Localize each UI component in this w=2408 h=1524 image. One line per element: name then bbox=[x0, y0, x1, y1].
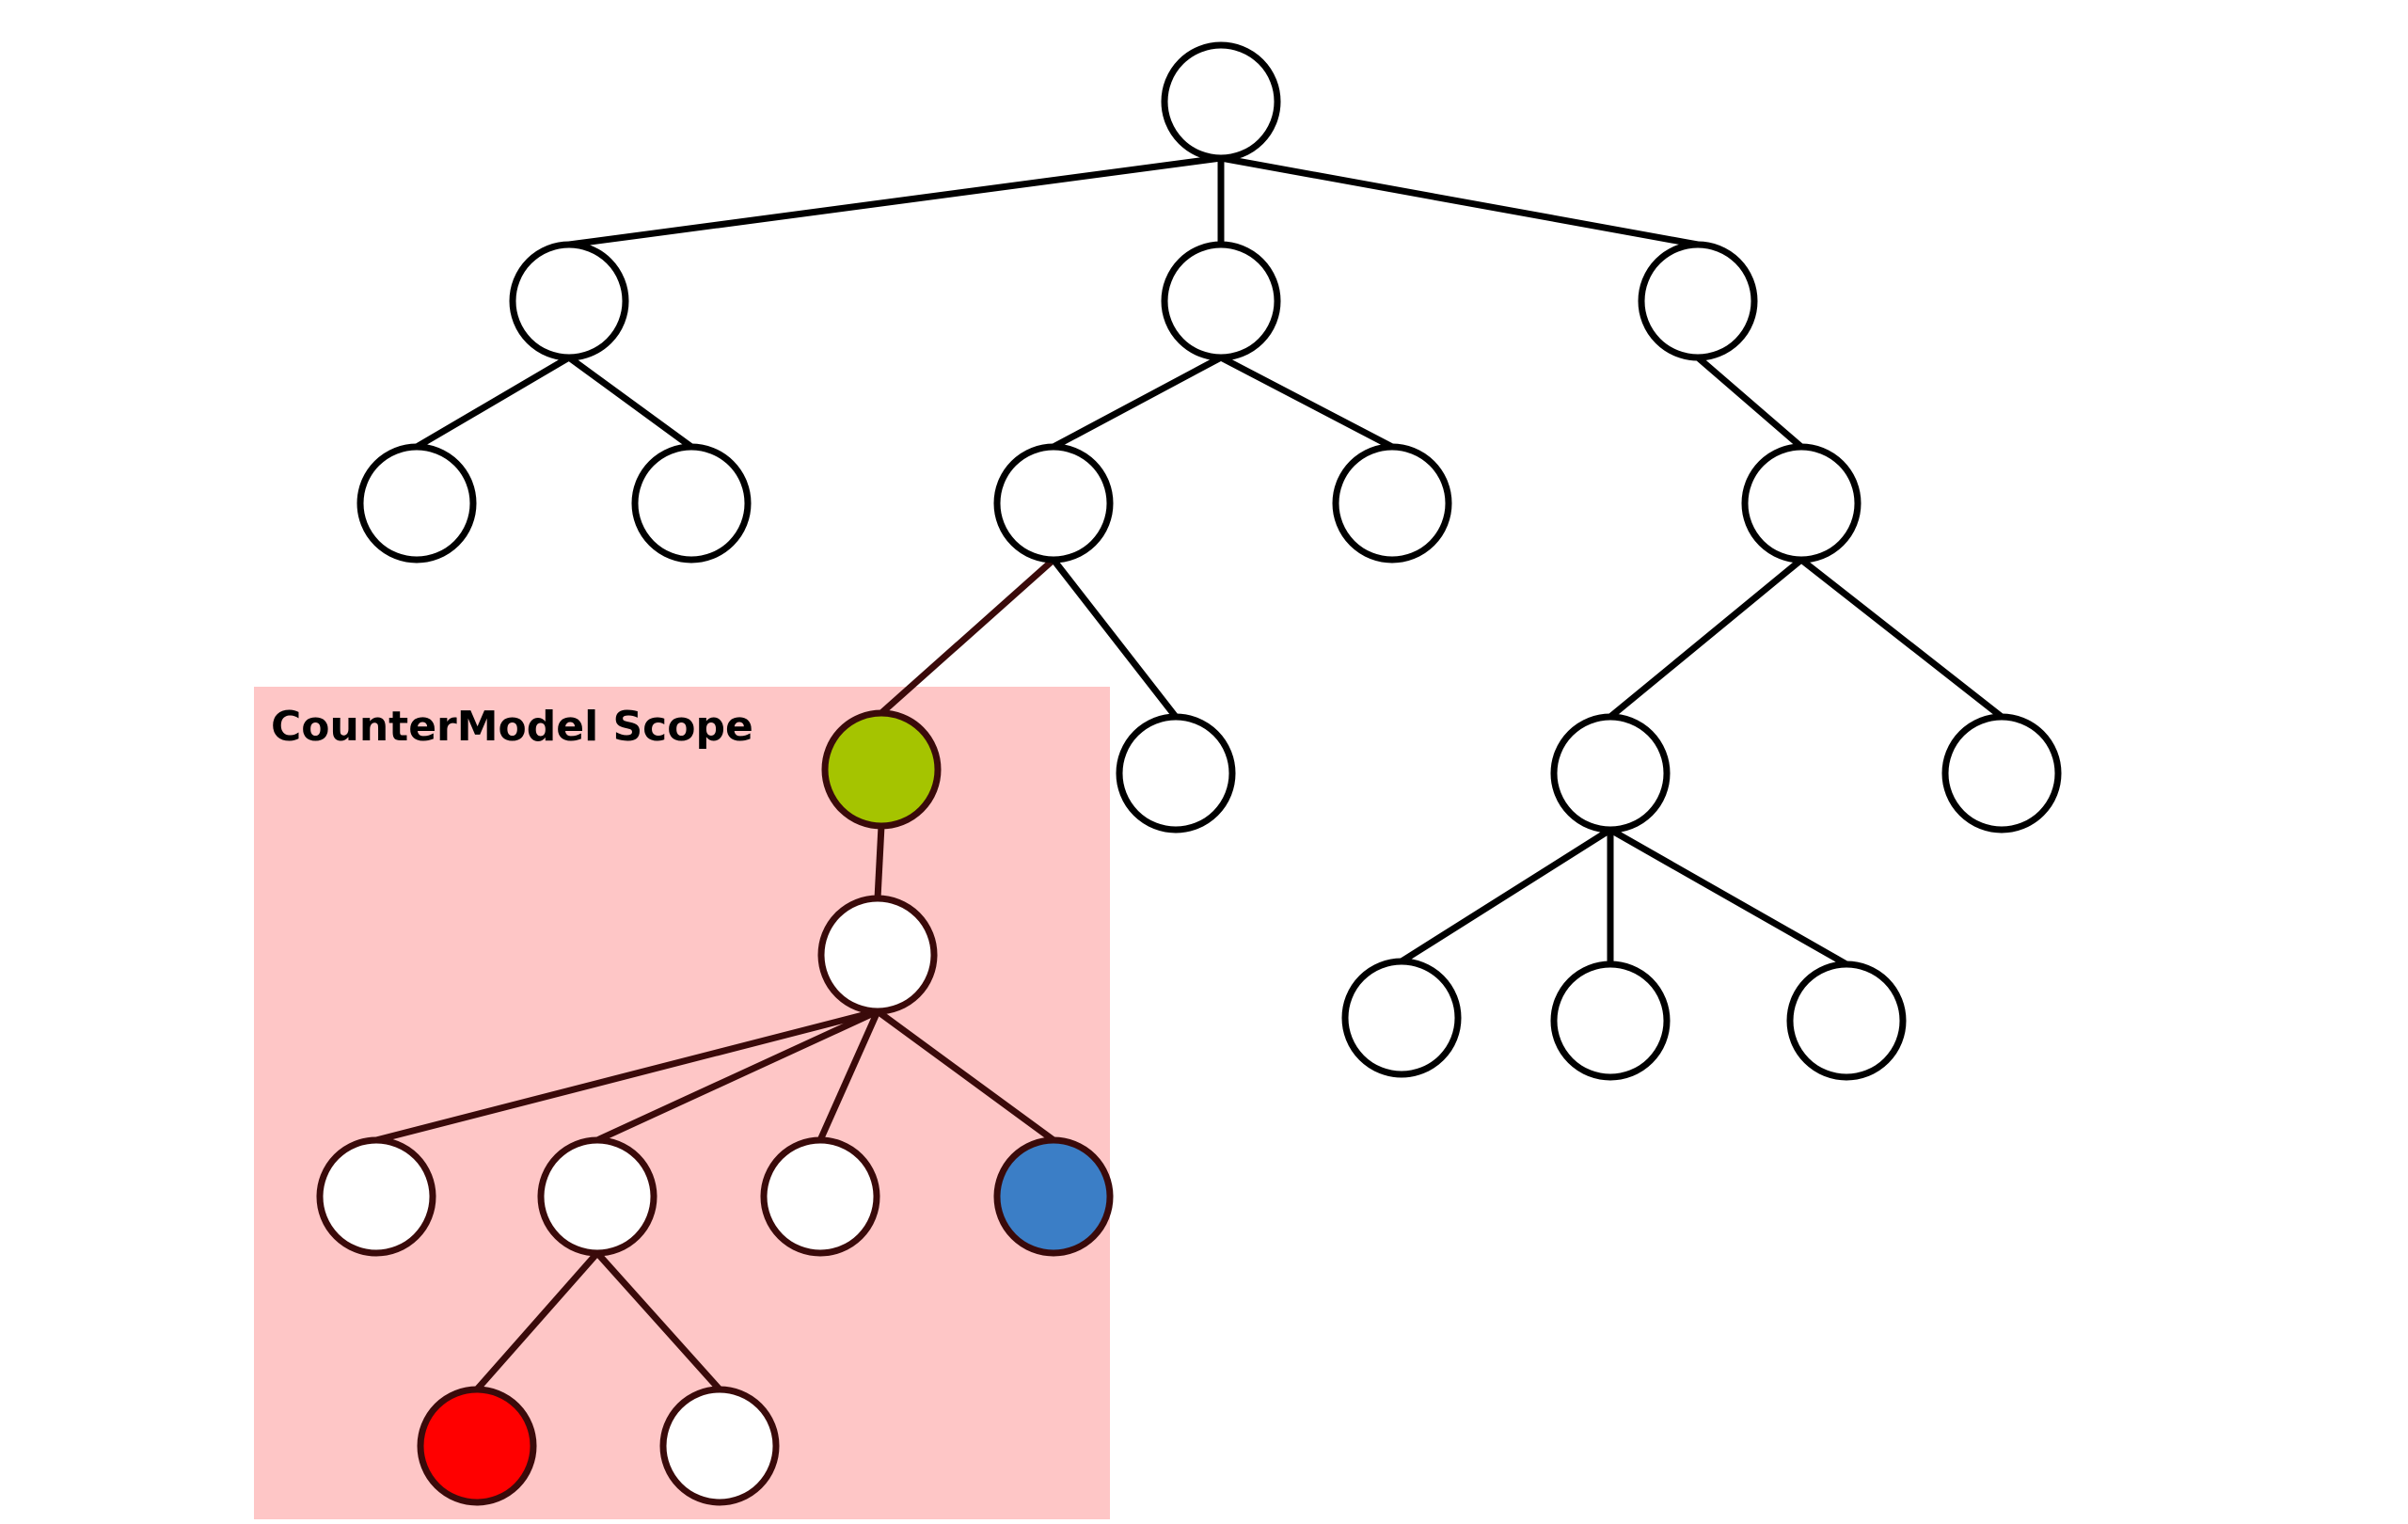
tree-node-m2 bbox=[537, 1136, 657, 1257]
edge-root-c bbox=[1220, 154, 1699, 248]
tree-node-b1 bbox=[993, 443, 1114, 564]
edge-a-a2 bbox=[566, 355, 694, 450]
edge-c-c1 bbox=[1695, 355, 1804, 450]
tree-node-b1b bbox=[1116, 713, 1236, 833]
tree-node-b2 bbox=[1332, 443, 1452, 564]
tree-node-c1a bbox=[1550, 713, 1671, 833]
edge-m-m1 bbox=[375, 1008, 879, 1144]
edge-b-b1 bbox=[1052, 354, 1223, 451]
tree-node-m2a bbox=[417, 1386, 537, 1506]
edge-m-m3 bbox=[816, 1009, 881, 1142]
tree-node-c1a1 bbox=[1341, 958, 1462, 1078]
tree-node-c1 bbox=[1741, 443, 1861, 564]
tree-node-a2 bbox=[631, 443, 752, 564]
tree-node-c bbox=[1638, 241, 1758, 361]
tree-node-b bbox=[1161, 241, 1281, 361]
tree-node-root bbox=[1161, 41, 1281, 162]
edge-m-m2 bbox=[595, 1008, 879, 1144]
edge-m2-m2a bbox=[474, 1250, 600, 1392]
tree-nodes bbox=[316, 41, 2062, 1506]
scope-label: CounterModel Scope bbox=[271, 703, 753, 751]
edge-b1-b1b bbox=[1051, 557, 1179, 720]
tree-node-c1a2 bbox=[1550, 960, 1671, 1081]
edge-m2-m2b bbox=[594, 1250, 722, 1392]
tree-node-m bbox=[817, 895, 938, 1015]
tree-node-c1b bbox=[1941, 713, 2062, 833]
tree-node-c1a3 bbox=[1786, 960, 1907, 1081]
edge-root-a bbox=[568, 154, 1222, 248]
edge-c1-c1a bbox=[1608, 557, 1804, 720]
edge-c1a-c1a1 bbox=[1400, 827, 1612, 964]
tree-edges bbox=[375, 154, 2004, 1392]
tree-node-m2b bbox=[659, 1386, 780, 1506]
edge-m-m4 bbox=[875, 1008, 1056, 1143]
edge-a-a1 bbox=[415, 354, 571, 451]
edge-b-b2 bbox=[1219, 354, 1394, 451]
edge-b1a-m bbox=[874, 825, 885, 899]
edge-b1-b1a bbox=[879, 557, 1056, 716]
tree-node-m4 bbox=[993, 1136, 1114, 1257]
tree-node-b1a bbox=[821, 709, 942, 830]
tree-node-a bbox=[509, 241, 629, 361]
tree-node-m1 bbox=[316, 1136, 436, 1257]
tree-node-m3 bbox=[760, 1136, 880, 1257]
tree-node-a1 bbox=[356, 443, 477, 564]
edge-c1-c1b bbox=[1798, 557, 2004, 720]
edge-c1a-c1a3 bbox=[1608, 826, 1848, 968]
